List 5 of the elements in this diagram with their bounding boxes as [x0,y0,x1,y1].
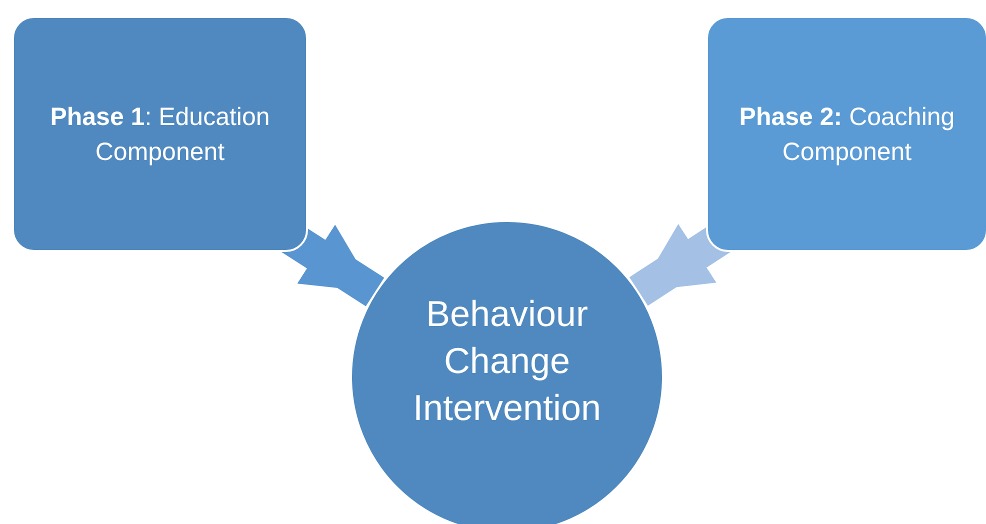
phase-box [12,16,308,252]
phase-box [706,16,986,252]
node-label: Phase 1: Education Component [49,102,271,168]
node-label: Phase 2: Coaching Component [738,102,956,168]
node-label: Behaviour Change Intervention [412,292,602,430]
